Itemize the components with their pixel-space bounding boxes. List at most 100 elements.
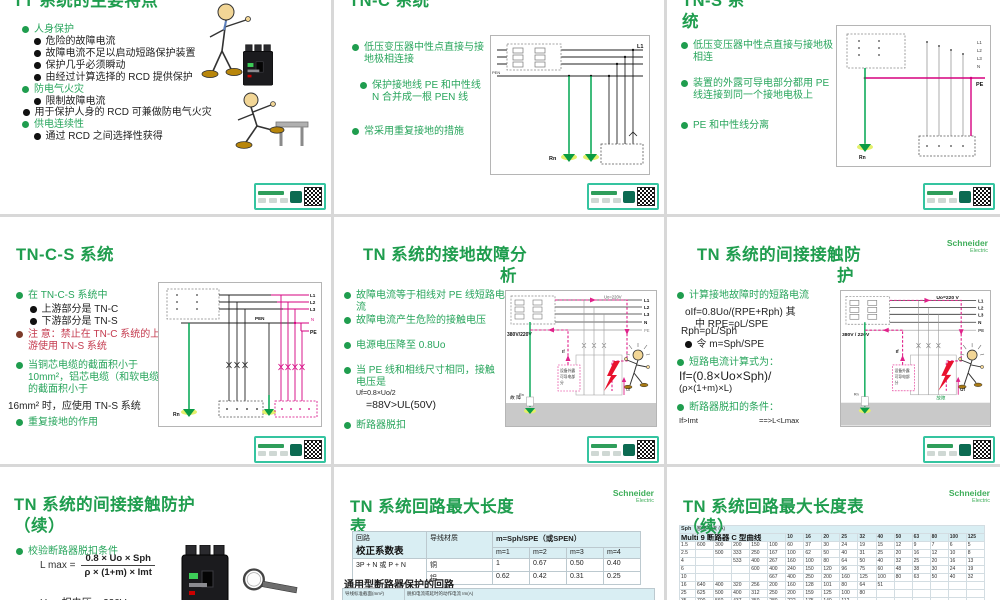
lightning-icon [938,360,955,391]
table-cell [695,573,715,582]
table-cell: 250 [749,549,769,558]
watermark-text-lines [258,190,288,203]
stick-figure-pointing [201,3,251,79]
table-cell: 625 [695,589,715,598]
current-label: If [896,349,899,355]
table-cell [929,581,949,590]
slide-cell-7: TN 系统的间接接触防护 （续） 校验断路器脱扣条件 L max = 0.8 ×… [0,467,331,600]
equipment-label-box [892,364,915,392]
table-cell: 20 [893,549,913,558]
slide-tn-ground-fault-analysis[interactable]: TN 系统的接地故障分 析 故障电流等于相线对 PE 线短路电流 故障电流产生危… [334,217,664,464]
list-item: 人身保护 [22,24,74,36]
transformer-box [846,33,906,69]
slide-tn-s-system[interactable]: TN-S 系统 低压变压器中性点直接与接地极相连 装置的外露可导电部分都用 PE… [667,0,1000,214]
line-label: L1 [310,293,316,298]
table-cell: 320 [731,581,751,590]
load-box [218,400,264,418]
list-item: 故障电流不足以启动短路保护装置 [34,48,196,60]
table-cell: 60 [785,541,805,550]
bullet-icon [22,26,29,33]
table-row: 导线标准截面(mm²)脱扣电流或延时的动作电流 Im(A) [342,588,655,600]
slide-cell-3: TN-S 系统 低压变压器中性点直接与接地极相连 装置的外露可导电部分都用 PE… [667,0,1000,214]
table-cell: 333 [731,549,751,558]
line-label: PE [310,330,317,336]
earth-label: Rn [854,393,859,397]
bullet-icon [34,74,41,81]
list-item: 校验断路器脱扣条件 [16,546,118,558]
line-label: L1 [978,298,984,303]
slide-title: TT 系统的主要特点 [13,0,159,10]
tn-c-diagram: L1 PEN Rn [490,35,650,175]
watermark-text-lines [927,190,957,203]
table-cell: 50 [857,557,877,566]
list-item: 常采用重复接地的措施 [352,126,488,138]
table-cell: 120 [821,565,841,574]
voltage-label: Uo=220 V [936,295,959,301]
formula-text: =88V>UL(50V) [366,399,437,411]
fault-label: 故障 [936,395,946,402]
qr-code-icon [303,440,322,459]
formula-text: Rph=ρL/Sph [681,326,738,337]
ground-icon [183,409,195,417]
bullet-icon [30,306,37,313]
table-cell: 20 [929,557,949,566]
table-cell: 31 [857,549,877,558]
slide-title: （续） [14,517,65,535]
slide-title: TN-S 系统 [682,0,745,31]
table-cell: 640 [695,581,715,590]
list-item: 下游部分是 TN-S [30,316,118,328]
table-cell: 80 [821,557,841,566]
line-label: N [978,320,981,325]
table-cell: 96 [839,565,859,574]
table-cell: 25 [911,557,931,566]
slide-title: TN 系统回路最大长度表 [683,498,865,516]
table-cell: 64 [839,557,859,566]
list-item: 保护几乎必须瞬动 [34,60,126,72]
ground-strip [506,403,656,426]
list-item: 由经过计算选择的 RCD 提供保护 [34,72,193,84]
mini-logo-icon [290,190,302,203]
slide-tn-indirect-contact-protection-cont[interactable]: TN 系统的间接接触防护 （续） 校验断路器脱扣条件 L max = 0.8 ×… [0,467,331,600]
qr-watermark-card [254,183,326,210]
magnifier-icon [242,568,298,594]
table-cell: 2.5 [678,549,697,558]
bullet-icon [344,342,351,349]
slide-title: （续） [683,518,734,536]
list-item: 低压变压器中性点直接与接地极相连 [681,40,833,64]
slide-tn-c-system[interactable]: TN-C 系统 低压变压器中性点直接与接地极相连接 保护接地线 PE 和中性线 … [334,0,664,214]
bullet-icon [22,121,29,128]
table-cell: 7 [929,541,949,550]
slide-tn-c-s-system[interactable]: TN-C-S 系统 在 TN-C-S 系统中 上游部分是 TN-C 下游部分是 … [0,217,331,464]
list-item: 供电连续性 [22,119,84,131]
list-item: 故障电流等于相线对 PE 线短路电流 [344,290,506,314]
bullet-icon [34,38,41,45]
table-cell: 40 [875,557,895,566]
bullet-icon [16,548,23,555]
list-item: 限制故障电流 [34,96,106,108]
table-cell [929,589,949,598]
svg-text:设备外露: 设备外露 [895,368,910,373]
table-cell: 150 [749,541,769,550]
table-cell: 100 [803,557,823,566]
ground-icon [585,154,597,162]
table-cell: 12 [929,549,949,558]
slide-tt-main-features[interactable]: TT 系统的主要特点 人身保护 危险的故障电流 故障电流不足以启动短路保护装置 … [0,0,331,214]
formula-text: If>Imt [679,416,698,425]
table-cell: 125 [821,589,841,598]
table-cell: 200 [821,573,841,582]
generic-breaker-table: 导线标准截面(mm²)脱扣电流或延时的动作电流 Im(A) [342,588,655,600]
list-item: PE 和中性线分离 [681,120,833,132]
table-cell: 400 [749,557,769,566]
qr-code-icon [636,440,655,459]
table-cell [695,557,715,566]
table-cell: 80 [839,581,859,590]
mini-logo-icon [623,443,635,456]
table-cell: 37 [803,541,823,550]
line-label: N [644,320,648,325]
